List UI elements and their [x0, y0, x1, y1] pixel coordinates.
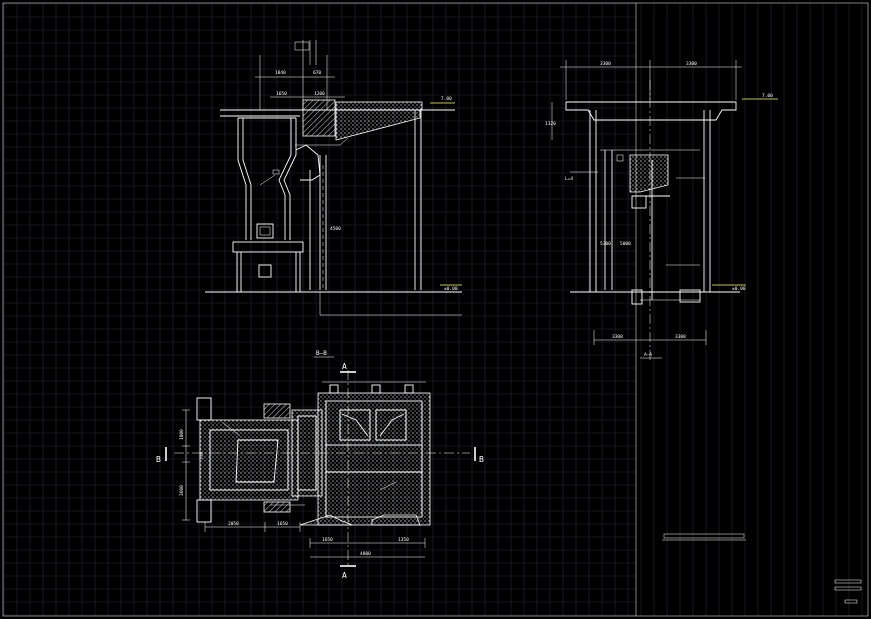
roof-slab: [335, 101, 423, 111]
section-right: 3300 3300 7.00 1320 L=4 5300 5000: [545, 60, 778, 360]
dim-plan-sub-left: 1650: [322, 537, 333, 543]
dim-plan-2050: 2050: [228, 521, 239, 527]
dim-plan-1650: 1650: [277, 521, 288, 527]
hopper-sloped: [629, 154, 669, 193]
background-grid: [3, 3, 863, 616]
level-ground-right: ±0.00: [732, 286, 746, 292]
level-top-left: 7.00: [441, 96, 452, 102]
level-ground-left: ±0.00: [444, 286, 458, 292]
elevation-left: 1840 1650 1200 670 7.00: [205, 40, 462, 316]
roof-beam: [565, 101, 737, 121]
dim-plan-770: 770: [199, 452, 205, 460]
top-label-box: [294, 41, 310, 51]
dim-plan-3600: 3600: [179, 485, 185, 496]
section-mark-aa: A—A: [644, 352, 652, 358]
cut-mark-a-top: A: [342, 362, 347, 371]
level-top-right: 7.00: [762, 93, 773, 99]
plan-view: B—B B B: [156, 350, 484, 580]
lower-opening: [258, 264, 272, 278]
dim-small-top: 670: [313, 70, 321, 76]
dim-vertical-1: 5300: [600, 241, 611, 247]
hatched-column: [302, 99, 336, 137]
left-tank-wall: [199, 419, 299, 501]
dim-bottom-left: 3300: [612, 334, 623, 340]
dim-3300-left: 3300: [600, 61, 611, 67]
dim-1650: 1650: [276, 91, 287, 97]
plan-title: B—B: [316, 350, 327, 357]
cut-mark-b-left: B: [156, 455, 161, 464]
pipe-dim-label: 4500: [330, 226, 341, 232]
dim-1840: 1840: [275, 70, 286, 76]
dim-side-left: 1320: [545, 121, 556, 127]
dim-bottom-right: 3300: [675, 334, 686, 340]
lower-platform: [232, 241, 304, 253]
cut-mark-b-right: B: [479, 455, 484, 464]
note-left: L=4: [565, 176, 573, 182]
right-chamber-wall: [317, 392, 431, 526]
dim-3300-right: 3300: [686, 61, 697, 67]
title-block: [662, 533, 862, 604]
dim-1200: 1200: [314, 91, 325, 97]
cut-mark-a-bottom: A: [342, 571, 347, 580]
dim-vertical-2: 5000: [620, 241, 631, 247]
roof-beam-sloped: [335, 109, 421, 141]
dim-plan-1800: 1800: [179, 429, 185, 440]
dim-plan-4800: 4800: [360, 551, 371, 557]
dim-plan-sub-right: 1350: [398, 537, 409, 543]
upper-opening: [256, 223, 274, 239]
